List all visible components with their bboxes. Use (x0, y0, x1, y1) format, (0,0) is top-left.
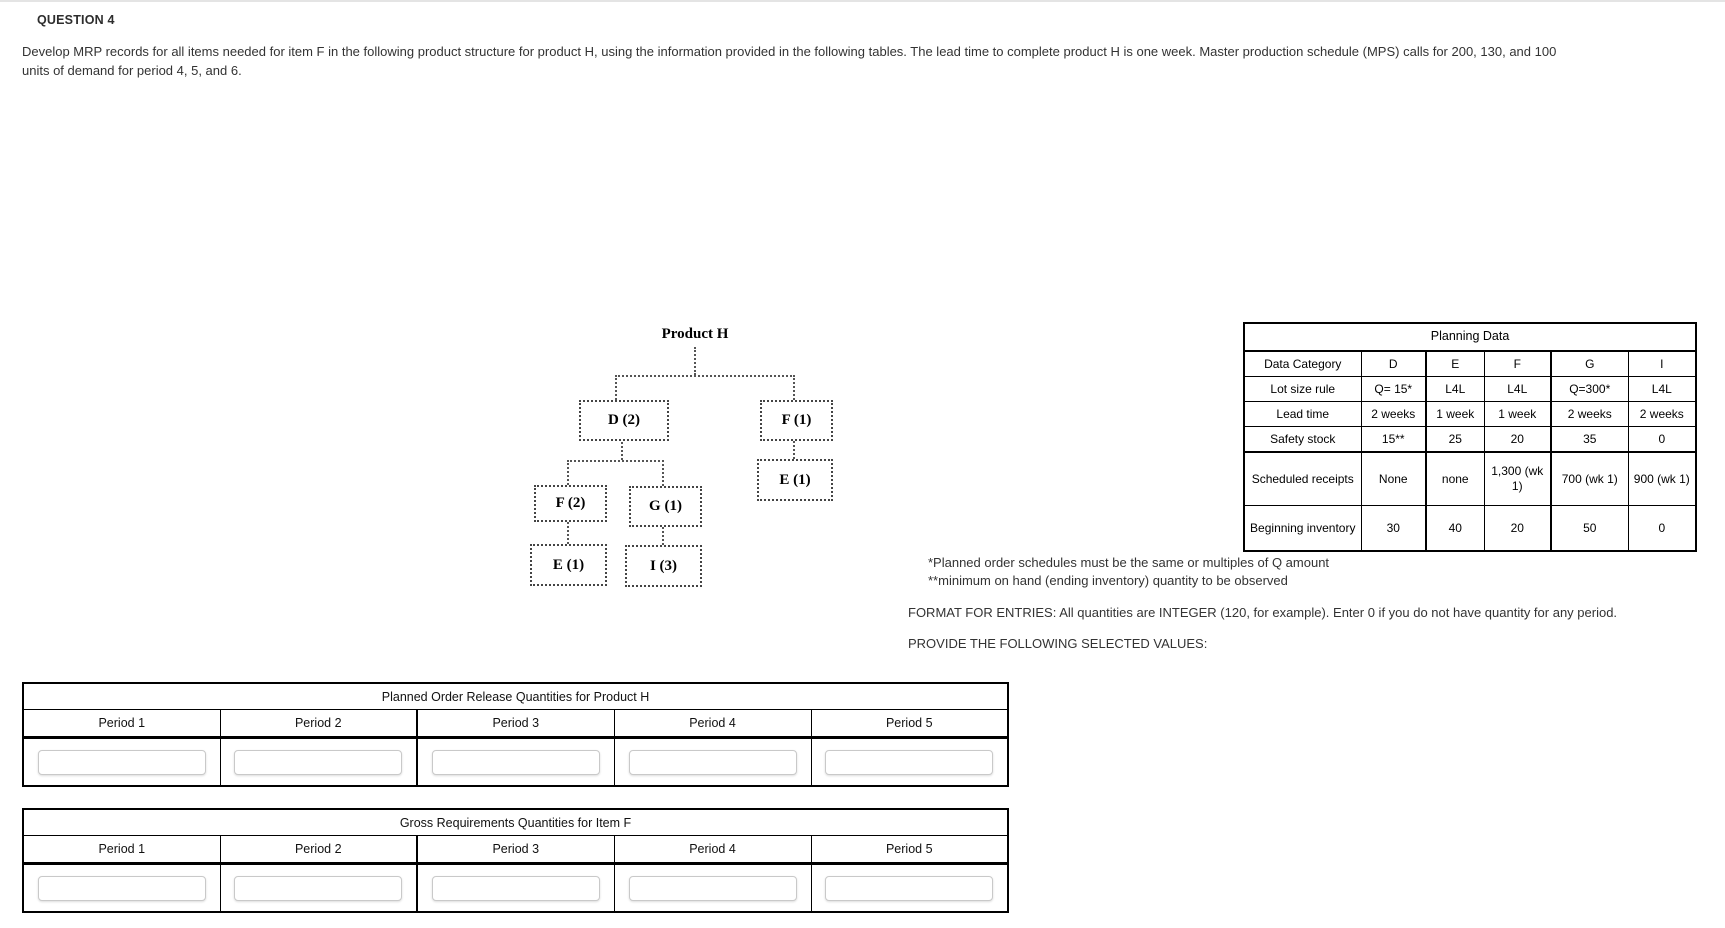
table-cell: None (1360, 451, 1427, 506)
planning-table-title: Planning Data (1243, 322, 1697, 352)
connector-line (615, 375, 795, 377)
period-header: Period 3 (416, 835, 615, 865)
table-cell: L4L (1483, 376, 1552, 402)
period-header: Period 5 (810, 835, 1009, 865)
period-header: Period 2 (219, 709, 418, 739)
period-header: Period 4 (613, 709, 812, 739)
format-note: FORMAT FOR ENTRIES: All quantities are I… (908, 605, 1618, 620)
connector-line (567, 518, 569, 544)
table-cell: 35 (1550, 426, 1629, 453)
connector-line (662, 460, 664, 486)
por-period-4-input[interactable] (628, 749, 797, 775)
row-label: Scheduled receipts (1243, 451, 1362, 506)
table-cell: 50 (1550, 505, 1629, 552)
planned-order-release-table: Planned Order Release Quantities for Pro… (22, 682, 1009, 787)
por-period-1-input[interactable] (37, 749, 206, 775)
table-cell: 0 (1627, 505, 1697, 552)
node-e-right: E (1) (757, 459, 833, 501)
top-divider (0, 0, 1725, 2)
footnote-minimum-on-hand: **minimum on hand (ending inventory) qua… (928, 572, 1288, 588)
answer-table-title: Planned Order Release Quantities for Pro… (22, 682, 1009, 710)
node-e-left: E (1) (530, 544, 607, 586)
period-header: Period 1 (22, 835, 221, 865)
table-cell: 25 (1425, 426, 1485, 453)
table-cell: L4L (1425, 376, 1485, 402)
period-header: Period 5 (810, 709, 1009, 739)
table-cell: 40 (1425, 505, 1485, 552)
table-cell: 1 week (1483, 401, 1552, 427)
answer-table-title: Gross Requirements Quantities for Item F (22, 808, 1009, 836)
node-f1: F (1) (760, 400, 833, 441)
table-cell: 900 (wk 1) (1627, 451, 1697, 506)
gr-period-1-input[interactable] (37, 875, 206, 901)
footnotes: *Planned order schedules must be the sam… (928, 554, 1329, 589)
footnote-planned-order: *Planned order schedules must be the sam… (928, 555, 1330, 570)
page-title: QUESTION 4 (37, 13, 115, 27)
table-cell: 1,300 (wk 1) (1483, 451, 1552, 506)
connector-line (567, 460, 569, 485)
gross-requirements-table: Gross Requirements Quantities for Item F… (22, 808, 1009, 913)
node-g: G (1) (629, 486, 702, 527)
table-cell: none (1425, 451, 1485, 506)
connector-line (793, 375, 795, 400)
table-cell: 2 weeks (1627, 401, 1697, 427)
connector-line (662, 523, 664, 545)
table-cell: 1 week (1425, 401, 1485, 427)
question-text: Develop MRP records for all items needed… (22, 44, 1557, 78)
table-cell: L4L (1627, 376, 1697, 402)
row-label: Lot size rule (1243, 376, 1362, 402)
table-cell: Q= 15* (1360, 376, 1427, 402)
table-cell: 0 (1627, 426, 1697, 453)
row-label: Beginning inventory (1243, 505, 1362, 552)
period-header: Period 3 (416, 709, 615, 739)
node-i: I (3) (625, 545, 702, 587)
gr-period-2-input[interactable] (234, 875, 403, 901)
period-header: Period 1 (22, 709, 221, 739)
period-header: Period 2 (219, 835, 418, 865)
column-header: F (1483, 350, 1552, 377)
connector-line (621, 437, 623, 460)
node-d: D (2) (579, 400, 669, 441)
row-label: Safety stock (1243, 426, 1362, 453)
node-f2: F (2) (534, 485, 607, 522)
diagram-title: Product H (661, 326, 729, 342)
column-header: D (1360, 350, 1427, 377)
provide-note: PROVIDE THE FOLLOWING SELECTED VALUES: (908, 636, 1208, 651)
table-cell: 20 (1483, 505, 1552, 552)
table-cell: 15** (1360, 426, 1427, 453)
gr-period-4-input[interactable] (628, 875, 797, 901)
column-header: G (1550, 350, 1629, 377)
connector-line (694, 347, 696, 375)
table-cell: 20 (1483, 426, 1552, 453)
planning-data-table: Planning Data Data Category D E F G I Lo… (1243, 322, 1698, 552)
connector-line (567, 460, 664, 462)
column-header: E (1425, 350, 1485, 377)
connector-line (793, 437, 795, 459)
table-cell: 30 (1360, 505, 1427, 552)
period-header: Period 4 (613, 835, 812, 865)
connector-line (615, 375, 617, 400)
table-cell: 2 weeks (1360, 401, 1427, 427)
table-cell: 700 (wk 1) (1550, 451, 1629, 506)
row-label: Lead time (1243, 401, 1362, 427)
column-header: Data Category (1243, 350, 1362, 377)
gr-period-3-input[interactable] (431, 875, 600, 901)
por-period-5-input[interactable] (825, 749, 994, 775)
table-cell: Q=300* (1550, 376, 1629, 402)
column-header: I (1627, 350, 1697, 377)
por-period-3-input[interactable] (431, 749, 600, 775)
table-cell: 2 weeks (1550, 401, 1629, 427)
por-period-2-input[interactable] (234, 749, 403, 775)
gr-period-5-input[interactable] (825, 875, 994, 901)
